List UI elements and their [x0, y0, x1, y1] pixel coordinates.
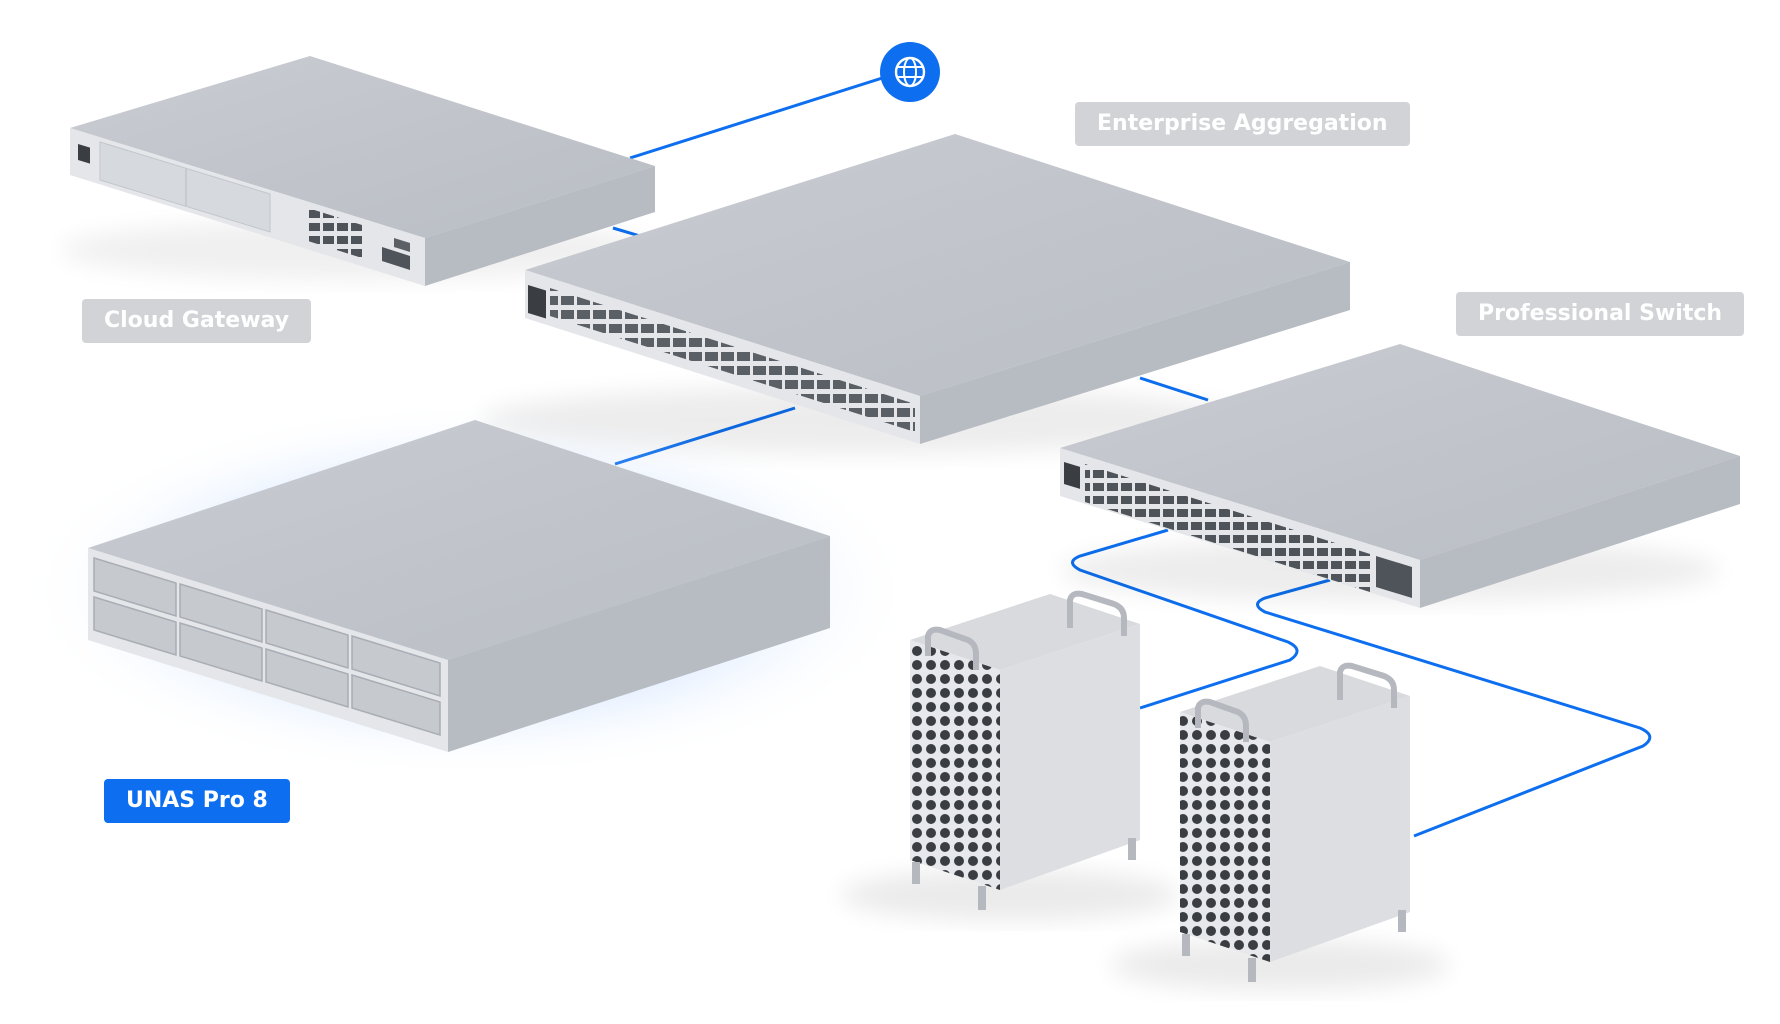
unas-pro-device [20, 400, 920, 780]
professional-switch-device [1060, 344, 1740, 608]
globe-icon [880, 42, 940, 102]
mac-pro-1 [840, 590, 1180, 921]
link-internet-gateway [629, 72, 896, 160]
enterprise-aggregation-device [480, 134, 1350, 454]
label-enterprise-aggregation: Enterprise Aggregation [1075, 102, 1410, 146]
label-cloud-gateway: Cloud Gateway [82, 299, 312, 343]
link-switch-macpro-1 [1071, 528, 1299, 710]
label-unas-pro: UNAS Pro 8 [104, 779, 290, 823]
label-professional-switch: Professional Switch [1456, 292, 1745, 336]
mac-pro-2 [1110, 662, 1450, 991]
link-switch-macpro-2 [1256, 578, 1652, 838]
link-gateway-aggregation [612, 226, 641, 238]
link-aggregation-switch [1139, 376, 1209, 402]
cloud-gateway-device [60, 56, 660, 286]
drive-bays [93, 556, 441, 737]
